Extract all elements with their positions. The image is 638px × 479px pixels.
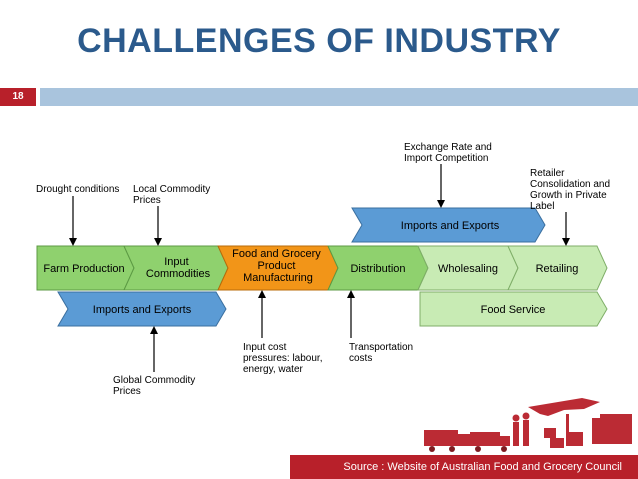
lower-imports-arrow-shape — [57, 291, 227, 327]
lower-imports-exports-flow: Imports and Exports — [57, 291, 227, 327]
chain-label-whole-line-1: Wholesaling — [438, 263, 498, 275]
annotation-retailer-line-4: Label — [530, 201, 554, 212]
annotation-input-cost-line-3: energy, water — [243, 364, 304, 375]
annotation-arrows — [69, 164, 570, 372]
chain-label-food-line-3: Manufacturing — [243, 272, 313, 284]
svg-text:Exchange Rate and Import: Exchange Rate and Import Competition — [404, 142, 495, 164]
svg-text:Distribution: Distribution — [350, 263, 405, 275]
annotation-input-cost-line-2: pressures: labour, — [243, 353, 323, 364]
svg-text:Input Commodities: Input Commodities — [146, 256, 211, 280]
annotations: Drought conditions Local Commodity Price… — [36, 142, 613, 397]
page-title: CHALLENGES OF INDUSTRY — [77, 22, 561, 60]
food-service-label: Food Service — [481, 304, 546, 316]
logistics-silhouettes — [424, 398, 632, 452]
chain-chevron-retail — [507, 245, 608, 291]
annotation-retailer-line-2: Consolidation and — [530, 179, 610, 190]
svg-text:Food and Grocery Product: Food and Grocery Product Manufacturing — [232, 248, 324, 284]
chain-label-dist-line-1: Distribution — [350, 263, 405, 275]
svg-text:Local Commodity Prices: Local Commodity Prices — [133, 184, 213, 206]
svg-text:Drought conditions: Drought conditions — [36, 184, 119, 195]
chain-label-food-line-2: Product — [258, 260, 296, 272]
chain-label-input-line-2: Commodities — [146, 268, 211, 280]
svg-text:Wholesaling: Wholesaling — [438, 263, 498, 275]
supply-chain: Farm Production Input Commodities Food a… — [36, 245, 608, 291]
header-bar — [40, 88, 638, 106]
svg-text:Global Commodity Prices: Global Commodity Prices — [113, 375, 198, 397]
annotation-drought-line-1: Drought conditions — [36, 184, 119, 195]
annotation-local-line-2: Prices — [133, 195, 161, 206]
upper-imports-exports-label: Imports and Exports — [401, 220, 500, 232]
footer-decoration — [290, 398, 638, 479]
chain-label-input-line-1: Input — [164, 256, 188, 268]
annotation-retailer-line-3: Growth in Private — [530, 190, 607, 201]
chain-label-farm-line-1: Farm Production — [43, 263, 124, 275]
annotation-transport-line-2: costs — [349, 353, 372, 364]
chain-label-food-line-1: Food and Grocery — [232, 248, 321, 260]
svg-text:Retailer Consolidation a: Retailer Consolidation and Growth in Pri… — [530, 168, 613, 212]
annotation-local-line-1: Local Commodity — [133, 184, 210, 195]
annotation-global-line-2: Prices — [113, 386, 141, 397]
svg-text:Farm Production: Farm Production — [43, 263, 124, 275]
lower-imports-exports-label: Imports and Exports — [93, 304, 192, 316]
annotation-exchange-line-1: Exchange Rate and — [404, 142, 492, 153]
annotation-transport-line-1: Transportation — [349, 342, 413, 353]
svg-text:Transportation costs: Transportation costs — [349, 342, 416, 364]
annotation-retailer-line-1: Retailer — [530, 168, 565, 179]
annotation-input-cost-line-1: Input cost — [243, 342, 287, 353]
annotation-exchange-line-2: Import Competition — [404, 153, 488, 164]
annotation-global-line-1: Global Commodity — [113, 375, 195, 386]
svg-text:Input cost pressures: la: Input cost pressures: labour, energy, wa… — [243, 342, 325, 375]
footer-band — [290, 455, 638, 479]
upper-imports-exports-flow: Imports and Exports — [351, 207, 546, 243]
source-citation: Source : Website of Australian Food and … — [343, 461, 622, 473]
svg-text:Retailing: Retailing — [536, 263, 579, 275]
food-service-flow: Food Service — [419, 291, 608, 327]
food-service-arrow-shape — [419, 291, 608, 327]
upper-imports-arrow-shape — [351, 207, 546, 243]
slide-number: 18 — [0, 88, 36, 106]
chain-label-retail-line-1: Retailing — [536, 263, 579, 275]
